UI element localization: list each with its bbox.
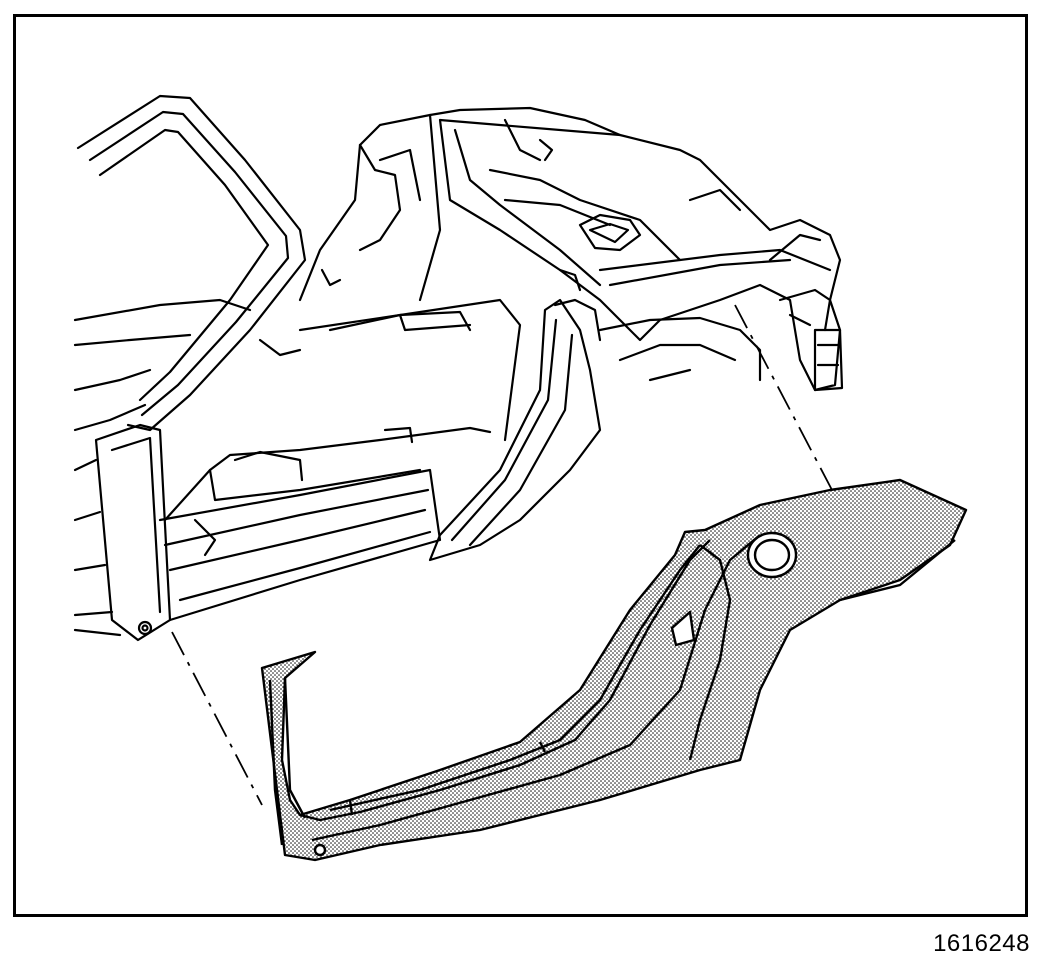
- rocker-sill: [158, 468, 442, 622]
- leader-line-front: [171, 631, 263, 806]
- rear-upper-pillar: [298, 113, 442, 302]
- rear-compartment: [438, 118, 842, 392]
- windshield-frame: [76, 94, 307, 432]
- alignment-leader-lines: [171, 304, 833, 806]
- quarter-inner-panel: [260, 478, 968, 862]
- leader-line-rear: [734, 304, 833, 491]
- vehicle-body-shell: [73, 94, 844, 642]
- b-pillar: [428, 298, 602, 562]
- figure-number: 1616248: [933, 930, 1030, 957]
